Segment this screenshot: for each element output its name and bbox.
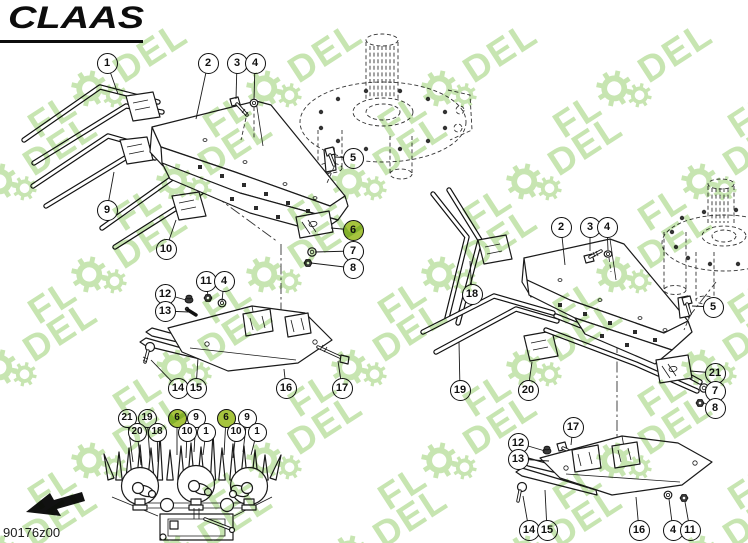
washer bbox=[603, 250, 613, 258]
callout-13[interactable]: 13 bbox=[507, 448, 529, 470]
callout-4[interactable]: 4 bbox=[244, 52, 266, 74]
bolt-head bbox=[681, 295, 693, 306]
callout-15[interactable]: 15 bbox=[185, 377, 207, 399]
left-skid-assembly bbox=[139, 305, 350, 372]
callout-3[interactable]: 3 bbox=[226, 52, 248, 74]
callout-6[interactable]: 6 bbox=[216, 408, 236, 428]
disc-gearbox-reference-left bbox=[299, 33, 473, 180]
callout-13[interactable]: 13 bbox=[154, 300, 176, 322]
callout-1[interactable]: 1 bbox=[196, 422, 216, 442]
callout-19[interactable]: 19 bbox=[137, 408, 157, 428]
logo-underline bbox=[0, 40, 143, 43]
callout-21[interactable]: 21 bbox=[117, 408, 137, 428]
right-swath-sticks bbox=[420, 187, 703, 394]
stick-bracket bbox=[477, 234, 513, 265]
callout-9[interactable]: 9 bbox=[96, 199, 118, 221]
frame-bolt-holes bbox=[198, 165, 310, 219]
callout-11[interactable]: 11 bbox=[195, 270, 217, 292]
callout-10[interactable]: 10 bbox=[155, 238, 177, 260]
callout-17[interactable]: 17 bbox=[562, 416, 584, 438]
callout-6[interactable]: 6 bbox=[167, 408, 187, 428]
callout-4[interactable]: 4 bbox=[596, 216, 618, 238]
disc-gearbox-reference-right bbox=[661, 178, 748, 305]
callout-9[interactable]: 9 bbox=[186, 408, 206, 428]
callout-4[interactable]: 4 bbox=[662, 519, 684, 541]
callout-16[interactable]: 16 bbox=[275, 377, 297, 399]
stick-bracket bbox=[125, 91, 161, 122]
callout-1[interactable]: 1 bbox=[247, 422, 267, 442]
callout-8[interactable]: 8 bbox=[704, 397, 726, 419]
callout-15[interactable]: 15 bbox=[536, 519, 558, 541]
bolt-head bbox=[324, 146, 336, 157]
claas-logo: CLAAS bbox=[8, 1, 145, 36]
callout-2[interactable]: 2 bbox=[197, 52, 219, 74]
callout-10[interactable]: 10 bbox=[226, 422, 246, 442]
left-mounting-hardware bbox=[184, 96, 336, 317]
callout-18[interactable]: 18 bbox=[461, 283, 483, 305]
callout-17[interactable]: 17 bbox=[331, 377, 353, 399]
direction-arrow-icon bbox=[26, 492, 85, 516]
callout-5[interactable]: 5 bbox=[342, 147, 364, 169]
callout-20[interactable]: 20 bbox=[517, 379, 539, 401]
callout-6[interactable]: 6 bbox=[342, 219, 364, 241]
callout-1[interactable]: 1 bbox=[96, 52, 118, 74]
drawing-number: 90176z00 bbox=[3, 525, 61, 540]
callout-8[interactable]: 8 bbox=[342, 257, 364, 279]
callout-11[interactable]: 11 bbox=[679, 519, 701, 541]
callout-10[interactable]: 10 bbox=[177, 422, 197, 442]
callout-19[interactable]: 19 bbox=[449, 379, 471, 401]
callout-2[interactable]: 2 bbox=[550, 216, 572, 238]
callout-18[interactable]: 18 bbox=[147, 422, 167, 442]
washer bbox=[663, 490, 673, 500]
callout-9[interactable]: 9 bbox=[237, 408, 257, 428]
stick-bracket bbox=[119, 136, 154, 165]
callout-4[interactable]: 4 bbox=[213, 270, 235, 292]
skid-bracket-6 bbox=[295, 210, 334, 239]
callout-20[interactable]: 20 bbox=[127, 422, 147, 442]
callout-16[interactable]: 16 bbox=[628, 519, 650, 541]
bolt-head bbox=[516, 481, 528, 493]
bolt-head bbox=[144, 341, 156, 353]
callout-5[interactable]: 5 bbox=[702, 296, 724, 318]
